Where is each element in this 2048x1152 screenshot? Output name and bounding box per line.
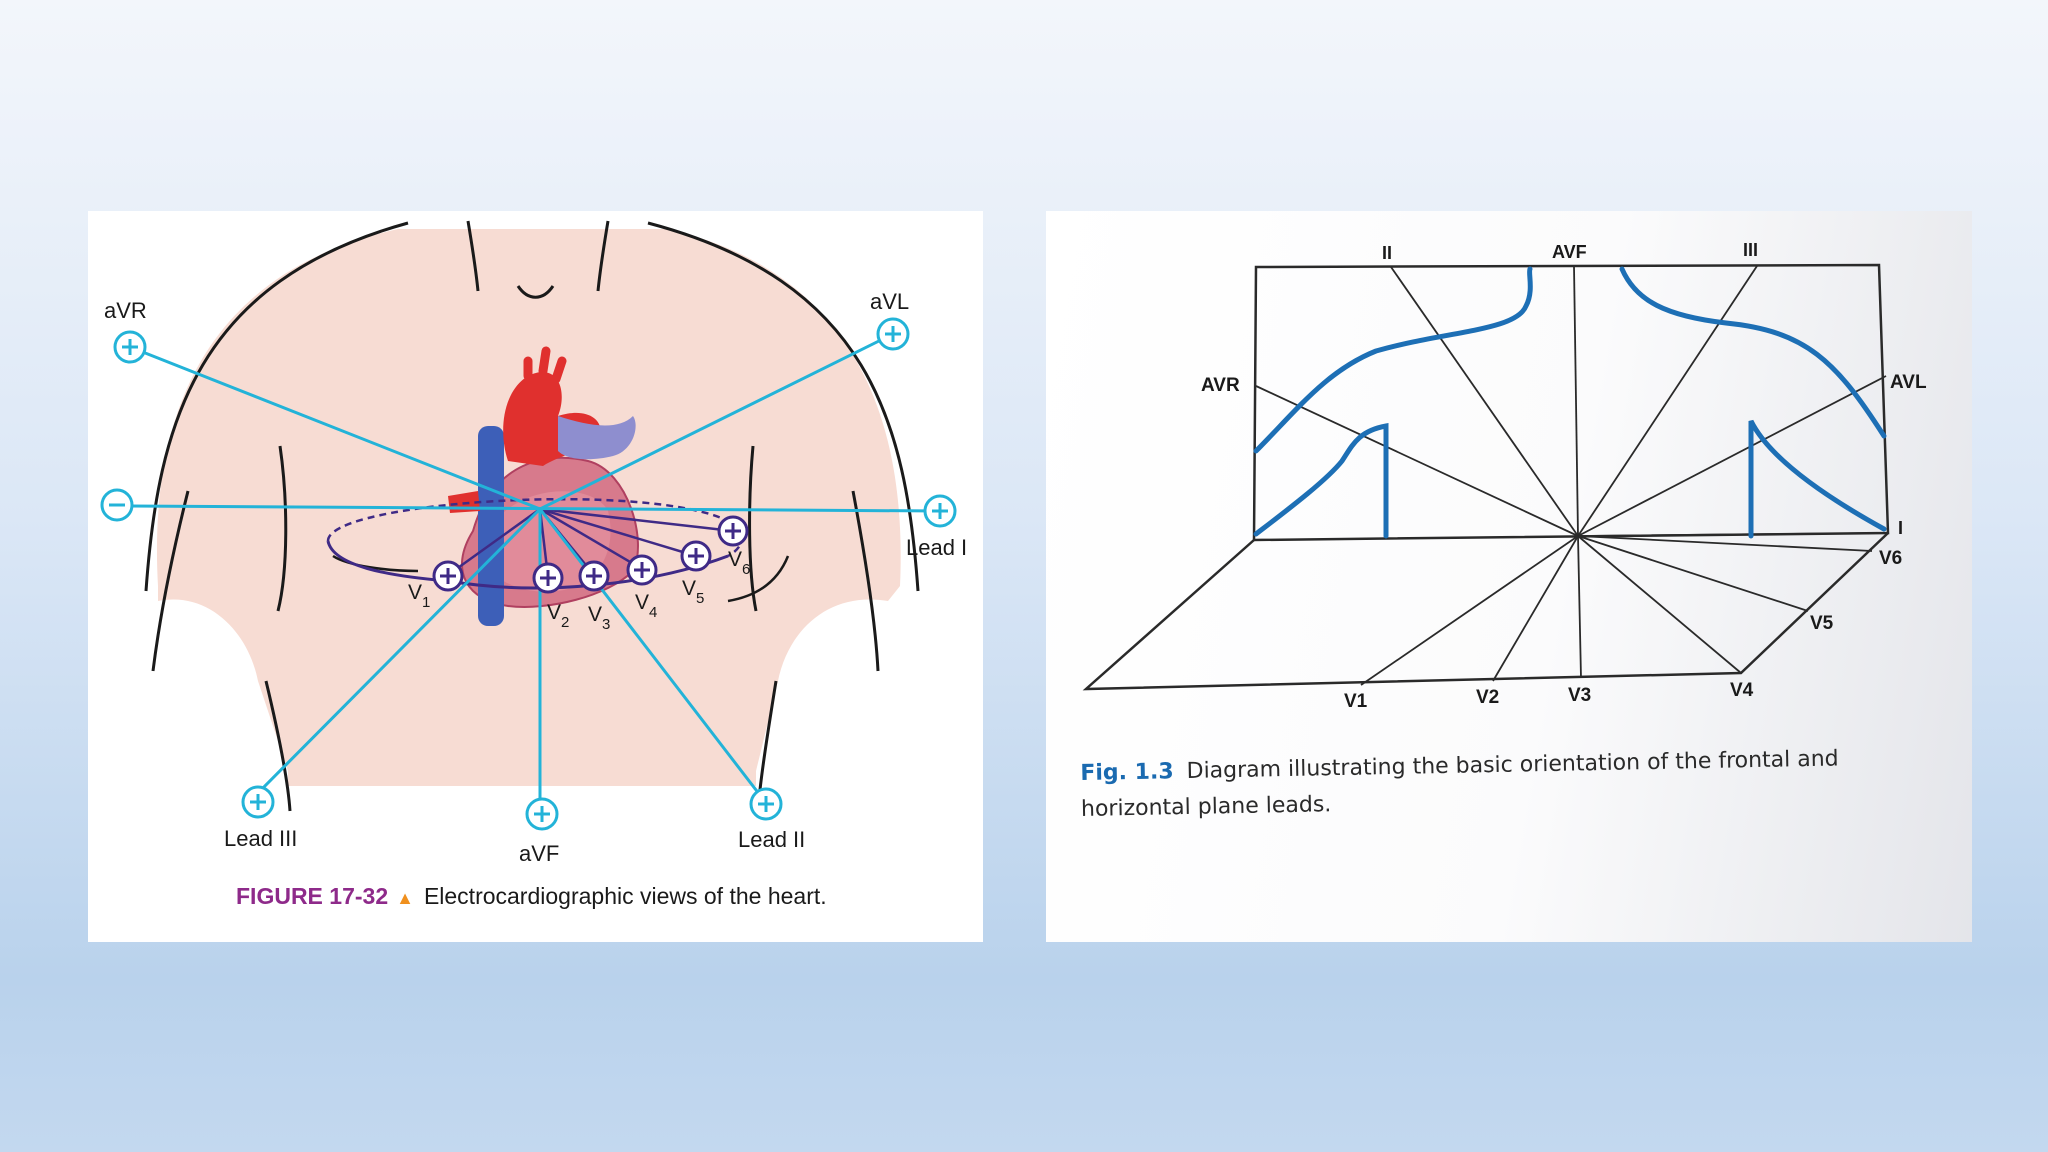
label-v4: V4 <box>1730 680 1754 701</box>
frontal-plane-frame <box>1252 263 1890 542</box>
arm-right <box>851 490 880 672</box>
svg-text:3: 3 <box>602 616 610 633</box>
svg-text:V: V <box>588 603 602 626</box>
svg-text:V: V <box>635 591 649 614</box>
figure-number-left: FIGURE 17-32 <box>236 883 389 909</box>
lead-orientation-diagram: II AVF III AVR AVL I V6 V5 V4 V3 V2 V1 <box>1082 240 1927 712</box>
label-v5: V5 <box>1810 613 1834 634</box>
ecg-chest-figure-panel: aVR aVL Lead I Lead III aVF Lead II V 1 … <box>88 211 983 942</box>
svg-text:V: V <box>408 581 422 604</box>
figure-caption-left: FIGURE 17-32 ▲ Electrocardiographic views … <box>236 883 876 911</box>
electrode-v2 <box>532 562 564 594</box>
label-v1: V1 <box>1344 691 1368 712</box>
svg-text:V: V <box>728 548 742 571</box>
label-lead-iii: Lead III <box>224 826 297 851</box>
lead-orientation-figure-panel: II AVF III AVR AVL I V6 V5 V4 V3 V2 V1 F… <box>1046 211 1972 942</box>
electrode-v6 <box>717 515 749 547</box>
lead-axes <box>1255 265 1889 686</box>
svg-text:V: V <box>547 601 561 624</box>
label-v5: V 5 <box>682 577 704 607</box>
torso-outline-right <box>647 221 920 592</box>
electrode-negative <box>100 488 134 522</box>
electrode-avl <box>876 317 910 351</box>
svg-text:5: 5 <box>696 590 704 607</box>
caption-text-right: Diagram illustrating the basic orientati… <box>1080 746 1839 822</box>
label-lead-i: Lead I <box>906 535 967 560</box>
electrode-avf <box>525 797 559 831</box>
horizontal-plane-ellipse-front <box>326 540 729 590</box>
label-v2: V 2 <box>547 601 569 631</box>
neck-line-left <box>466 220 480 292</box>
label-v4: V 4 <box>635 591 657 621</box>
svg-text:4: 4 <box>649 604 657 621</box>
horizontal-plane-frame <box>1082 532 1889 691</box>
label-v6: V6 <box>1879 548 1902 569</box>
caption-text-left: Electrocardiographic views of the heart. <box>423 883 827 909</box>
svg-text:1: 1 <box>422 594 430 611</box>
label-v1: V 1 <box>408 581 430 611</box>
label-avf: AVF <box>1552 242 1587 262</box>
armpit-left <box>264 445 292 812</box>
electrode-v5 <box>680 540 712 572</box>
label-avr: aVR <box>104 298 147 323</box>
label-avr: AVR <box>1201 375 1240 396</box>
svg-text:V: V <box>682 577 696 600</box>
triangle-marker-icon: ▲ <box>396 888 414 908</box>
label-avf: aVF <box>519 841 559 866</box>
label-ii: II <box>1382 243 1392 263</box>
chest-lead-diagram: aVR aVL Lead I Lead III aVF Lead II V 1 … <box>100 220 967 866</box>
electrode-v4 <box>626 554 658 586</box>
label-lead-ii: Lead II <box>738 827 805 852</box>
label-avl: AVL <box>1890 372 1927 393</box>
clavicle-notch <box>516 285 555 299</box>
svg-text:6: 6 <box>742 561 750 578</box>
label-avl: aVL <box>870 289 909 314</box>
figure-number-right: Fig. 1.3 <box>1080 759 1174 786</box>
blue-curves <box>1253 266 1887 539</box>
arm-left <box>151 490 190 672</box>
electrode-v3 <box>578 560 610 592</box>
label-v2: V2 <box>1476 687 1499 708</box>
pectoral-right <box>727 555 790 603</box>
limb-lead-lines <box>129 332 941 811</box>
label-v3: V 3 <box>588 603 610 633</box>
label-v6: V 6 <box>728 548 750 578</box>
electrode-avr <box>113 330 147 364</box>
label-v3: V3 <box>1568 685 1591 706</box>
torso-outline-left <box>144 221 409 592</box>
svg-text:2: 2 <box>561 614 569 631</box>
label-iii: III <box>1743 240 1758 260</box>
electrode-v1 <box>432 560 464 592</box>
label-i: I <box>1898 518 1903 538</box>
electrode-lead-iii <box>241 785 275 819</box>
electrode-lead-i <box>923 494 957 528</box>
electrode-lead-ii <box>749 787 783 821</box>
pectoral-left <box>332 554 419 573</box>
neck-line-right <box>596 220 610 292</box>
